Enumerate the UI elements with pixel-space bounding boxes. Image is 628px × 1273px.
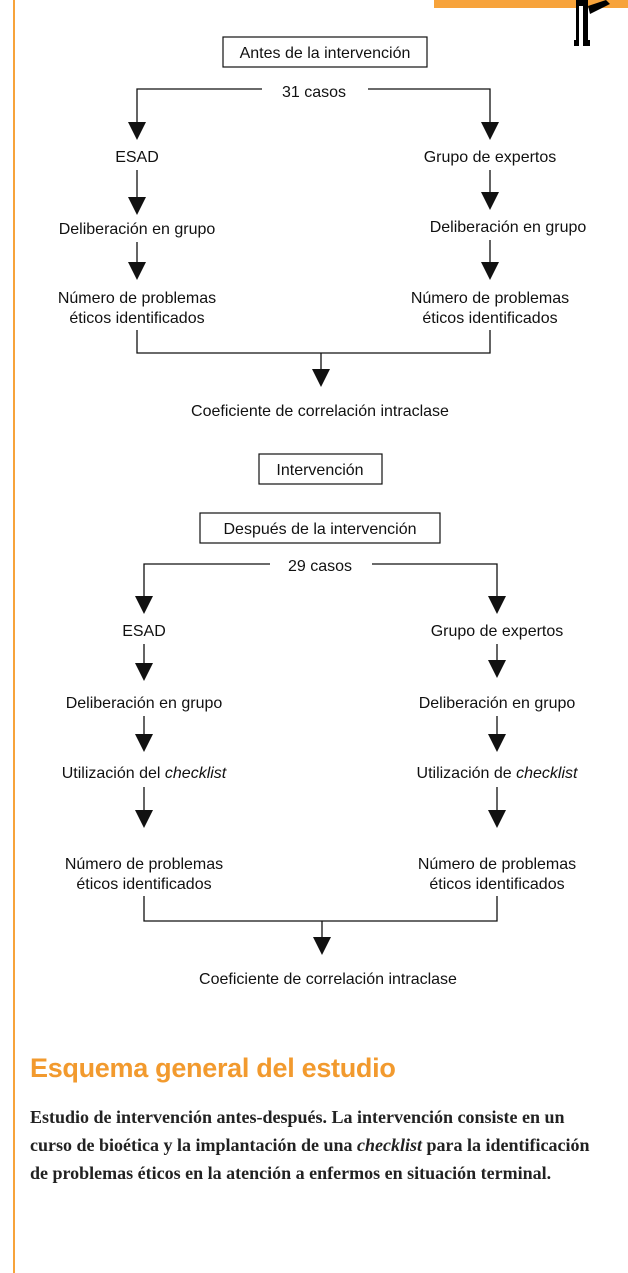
before-left-arrow-1: [128, 197, 146, 215]
intervention-label: Intervención: [276, 462, 363, 479]
after-right-arrow-3: [488, 810, 506, 828]
after-left-checklist-term: checklist: [165, 765, 227, 782]
after-left-deliberation: Deliberación en grupo: [66, 695, 223, 712]
before-right-problems-2: éticos identificados: [422, 310, 557, 327]
before-join-arrow: [312, 369, 330, 387]
before-right-arrow-1: [481, 192, 499, 210]
after-left-problems-1: Número de problemas: [65, 856, 223, 873]
before-join-line: [136, 330, 491, 354]
after-split-left-line: [143, 563, 270, 600]
after-right-experts: Grupo de expertos: [431, 623, 564, 640]
person-figure-icon: [574, 0, 610, 46]
after-left-checklist-prefix: Utilización del: [62, 765, 165, 782]
before-left-arrow-2: [128, 262, 146, 280]
after-join-arrow: [313, 937, 331, 955]
after-left-checklist: Utilización del checklist: [62, 765, 227, 782]
after-box-label: Después de la intervención: [223, 521, 416, 538]
before-right-deliberation: Deliberación en grupo: [430, 219, 587, 236]
before-box-label: Antes de la intervención: [240, 45, 411, 62]
after-left-esad: ESAD: [122, 623, 166, 640]
before-left-deliberation: Deliberación en grupo: [59, 221, 216, 238]
after-box: [199, 512, 441, 544]
description-text-2: para la identificación de problemas étic…: [30, 1135, 590, 1183]
before-right-arrow-2: [481, 262, 499, 280]
before-section: Antes de la intervención 31 casos ESAD D…: [58, 36, 587, 420]
after-result: Coeficiente de correlación intraclase: [199, 971, 457, 988]
before-result: Coeficiente de correlación intraclase: [191, 403, 449, 420]
after-join-line: [143, 896, 498, 922]
after-section: Después de la intervención 29 casos ESAD…: [62, 512, 579, 988]
before-left-problems-2: éticos identificados: [69, 310, 204, 327]
before-cases-label: 31 casos: [282, 84, 346, 101]
before-right-problems-1: Número de problemas: [411, 290, 569, 307]
after-right-checklist-prefix: Utilización de: [417, 765, 517, 782]
after-left-arrow-3: [135, 810, 153, 828]
before-box: [222, 36, 428, 68]
study-flow-diagram: Antes de la intervención 31 casos ESAD D…: [58, 36, 587, 988]
description-checklist-term: checklist: [357, 1135, 423, 1155]
top-accent-bar: [434, 0, 628, 8]
after-cases-label: 29 casos: [288, 558, 352, 575]
section-description: Estudio de intervención antes-después. L…: [30, 1103, 605, 1187]
before-split-left-line: [136, 88, 262, 126]
after-right-arrow-1: [488, 660, 506, 678]
before-right-experts: Grupo de expertos: [424, 149, 557, 166]
after-left-arrow-1: [135, 663, 153, 681]
after-left-arrow-2: [135, 734, 153, 752]
section-heading: Esquema general del estudio: [30, 1053, 396, 1083]
after-right-checklist-term: checklist: [516, 765, 578, 782]
left-border-line: [13, 0, 15, 1273]
after-right-checklist: Utilización de checklist: [417, 765, 579, 782]
after-split-right-arrow: [488, 596, 506, 614]
before-left-problems-1: Número de problemas: [58, 290, 216, 307]
before-left-esad: ESAD: [115, 149, 159, 166]
after-right-problems-2: éticos identificados: [429, 876, 564, 893]
after-right-problems-1: Número de problemas: [418, 856, 576, 873]
after-right-deliberation: Deliberación en grupo: [419, 695, 576, 712]
description-text-1: Estudio de intervención antes-después. L…: [30, 1107, 565, 1155]
intervention-box: [258, 453, 383, 485]
before-split-right-line: [368, 88, 491, 126]
after-split-right-line: [372, 563, 498, 600]
before-split-right-arrow: [481, 122, 499, 140]
before-split-left-arrow: [128, 122, 146, 140]
after-split-left-arrow: [135, 596, 153, 614]
after-right-arrow-2: [488, 734, 506, 752]
after-left-problems-2: éticos identificados: [76, 876, 211, 893]
